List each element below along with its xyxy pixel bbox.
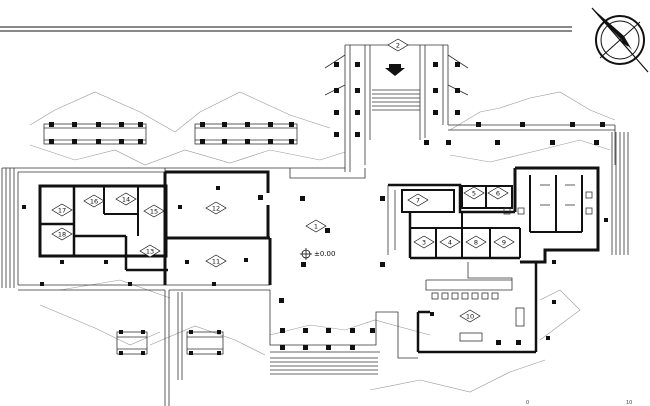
room-tag-3: 3 [413,235,435,249]
room-number-label: 2 [396,42,400,50]
room-number-label: 6 [496,190,500,198]
room-tag-7: 7 [407,193,429,207]
room-tag-11: 11 [205,254,227,268]
room-tag-diamond [465,235,487,249]
room-number-label: 16 [90,198,98,206]
room-tag-diamond [139,244,161,258]
room-tag-diamond [205,254,227,268]
room-number-label: 10 [466,313,474,321]
room-number-label: 5 [472,190,476,198]
corner-mark-bottom-center: 0 [526,400,529,406]
room-tag-diamond [493,235,515,249]
room-number-label: 3 [422,239,426,247]
room-tag-diamond [305,219,327,233]
pergola-bottom-2 [186,330,224,355]
room-tag-2: 2 [387,38,409,52]
lobby-outline [258,168,385,303]
room-tag-diamond [205,201,227,215]
east-wing-walls [387,166,600,264]
room-tag-15: 15 [143,204,165,218]
room-number-label: 9 [502,239,506,247]
room-tag-5: 5 [463,186,485,200]
elevation-label: ±0.00 [314,250,335,258]
room-number-label: 15 [150,208,158,216]
room-number-label: 18 [58,231,66,239]
pergola-left-2 [194,122,298,145]
building-walls [17,167,345,406]
room-tag-4: 4 [439,235,461,249]
south-terrace [269,311,418,375]
room-tag-diamond [83,194,105,208]
room-number-label: 8 [474,239,478,247]
top-reference-lines [0,26,572,32]
room-tag-16: 16 [83,194,105,208]
room-number-label: 13 [146,248,154,256]
room-number-label: 12 [212,205,220,213]
pergola-bottom-1 [116,330,148,355]
corner-mark-bottom-right: 10 [626,400,632,406]
room-tag-17: 17 [51,203,73,217]
landscape-zigzag-lines [29,91,616,393]
room-tag-diamond [439,235,461,249]
room-number-label: 1 [314,223,318,231]
north-arrow-icon [591,7,649,73]
room-number-label: 17 [58,207,66,215]
room-tag-diamond [51,203,73,217]
room-tag-13: 13 [139,244,161,258]
room-tag-diamond [51,227,73,241]
bar-stools [431,292,499,300]
elevation-marker: ±0.00 [300,248,335,260]
room-tag-diamond [387,38,409,52]
columns [22,186,608,340]
entry-arrow-icon [385,64,405,76]
room-tag-diamond [407,193,429,207]
entrance-colonnade [324,44,469,172]
room-tag-diamond [115,192,137,206]
terrace-band-right [424,122,616,165]
entrance-stairs [372,89,420,111]
room-tag-6: 6 [487,186,509,200]
room-tag-12: 12 [205,201,227,215]
room-tag-diamond [487,186,509,200]
room-tag-9: 9 [493,235,515,249]
stairs-left [1,167,165,288]
room-number-label: 4 [448,239,452,247]
room-tag-1: 1 [305,219,327,233]
room-tag-diamond [459,309,481,323]
room-tag-diamond [143,204,165,218]
room-number-label: 11 [212,258,220,266]
room-number-label: 7 [416,197,420,205]
room-tag-diamond [413,235,435,249]
room-tag-14: 14 [115,192,137,206]
south-stairs [270,357,378,375]
room-tag-diamond [463,186,485,200]
room-tag-18: 18 [51,227,73,241]
room-tag-10: 10 [459,309,481,323]
room-number-label: 14 [122,196,130,204]
pergola-left-1 [43,122,147,145]
stairs-right [611,132,629,255]
room-tag-8: 8 [465,235,487,249]
bar-area [416,260,538,354]
